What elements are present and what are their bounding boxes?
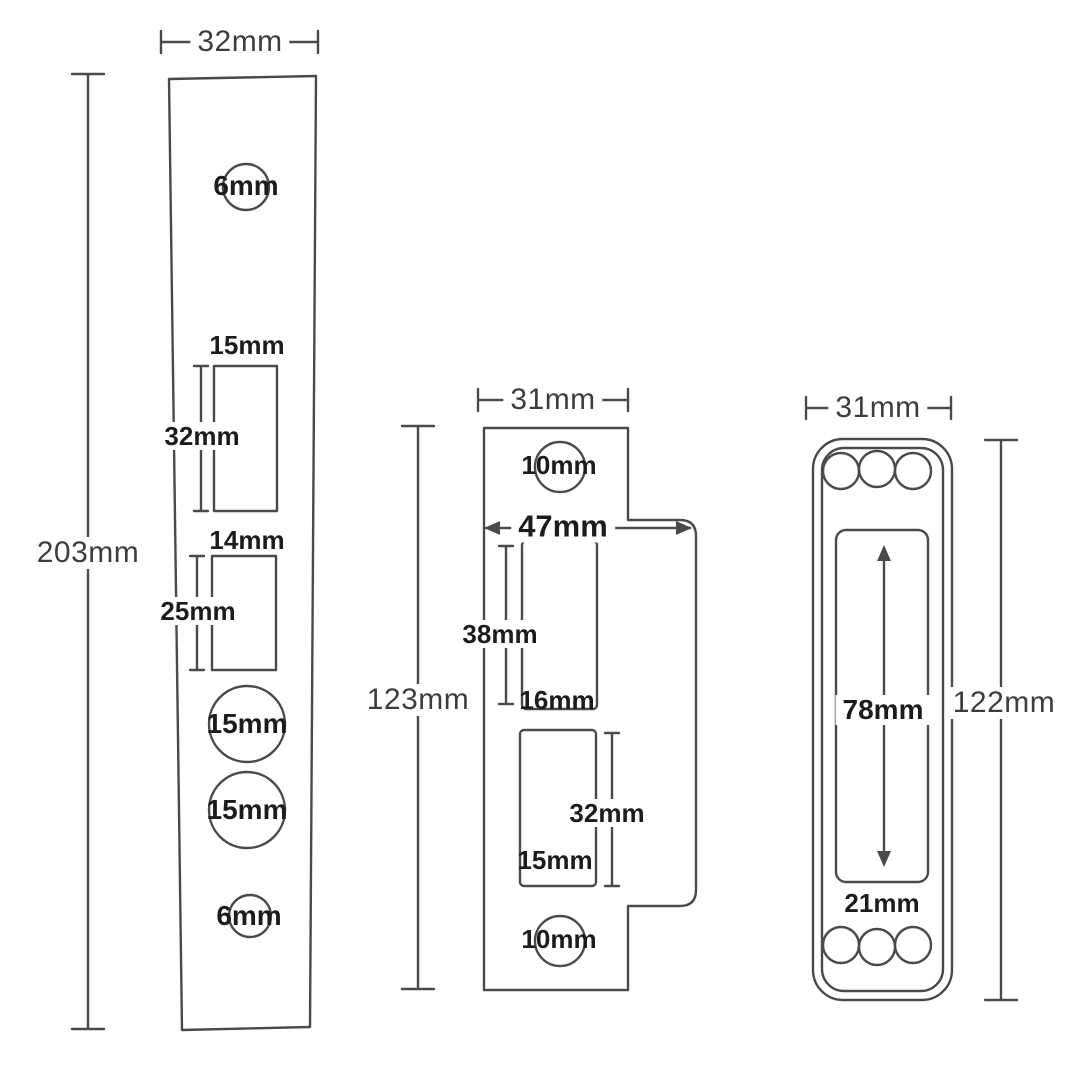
right-slot-width-label: 21mm	[844, 888, 920, 918]
middle-slot2-width-label: 15mm	[517, 845, 593, 875]
middle-bottom-hole	[533, 914, 587, 968]
middle-plate-holes	[533, 440, 587, 968]
left-slot1-height-label: 32mm	[157, 422, 247, 450]
middle-plate-outline	[482, 426, 698, 992]
right-plate-holes	[821, 449, 933, 967]
left-plate-outline	[167, 74, 318, 1032]
left-big-hole-1	[207, 684, 287, 764]
right-top-hole-1	[821, 451, 861, 491]
right-top-hole-3	[893, 451, 933, 491]
left-top-hole	[221, 162, 271, 212]
left-big-hole1-label: 15mm	[206, 708, 288, 739]
right-width-label: 31mm	[828, 392, 928, 424]
middle-top-hole	[533, 440, 587, 494]
left-big-hole2-label: 15mm	[206, 794, 288, 825]
middle-slot1-width-label: 16mm	[519, 685, 595, 715]
left-slot2-width-label: 14mm	[209, 525, 285, 555]
middle-slot2-height-label: 32mm	[562, 799, 652, 827]
left-bottom-hole-label: 6mm	[216, 900, 282, 931]
left-height-label: 203mm	[29, 537, 147, 569]
right-slot-height-label: 78mm	[835, 695, 931, 725]
middle-height-label: 123mm	[359, 684, 477, 716]
middle-bottom-hole-label: 10mm	[521, 924, 597, 954]
left-bottom-hole	[227, 893, 273, 939]
right-top-hole-2	[857, 449, 897, 489]
left-slot1-width-label: 15mm	[209, 330, 285, 360]
left-plate-holes	[207, 162, 287, 939]
left-big-hole-2	[207, 770, 287, 850]
middle-width-label: 31mm	[503, 384, 603, 416]
right-bottom-hole-3	[893, 925, 933, 965]
right-height-label: 122mm	[945, 687, 1063, 719]
middle-top-hole-label: 10mm	[521, 450, 597, 480]
right-bottom-hole-2	[857, 927, 897, 967]
right-plate-outline	[811, 437, 954, 1002]
left-slot2-height-label: 25mm	[153, 597, 243, 625]
left-width-label: 32mm	[190, 26, 290, 58]
right-bottom-hole-1	[821, 925, 861, 965]
middle-overall-width-label: 47mm	[511, 509, 615, 543]
left-top-hole-label: 6mm	[213, 170, 279, 201]
middle-slot1-height-label: 38mm	[455, 620, 545, 648]
right-plate-dimension-lines	[804, 395, 1019, 1002]
